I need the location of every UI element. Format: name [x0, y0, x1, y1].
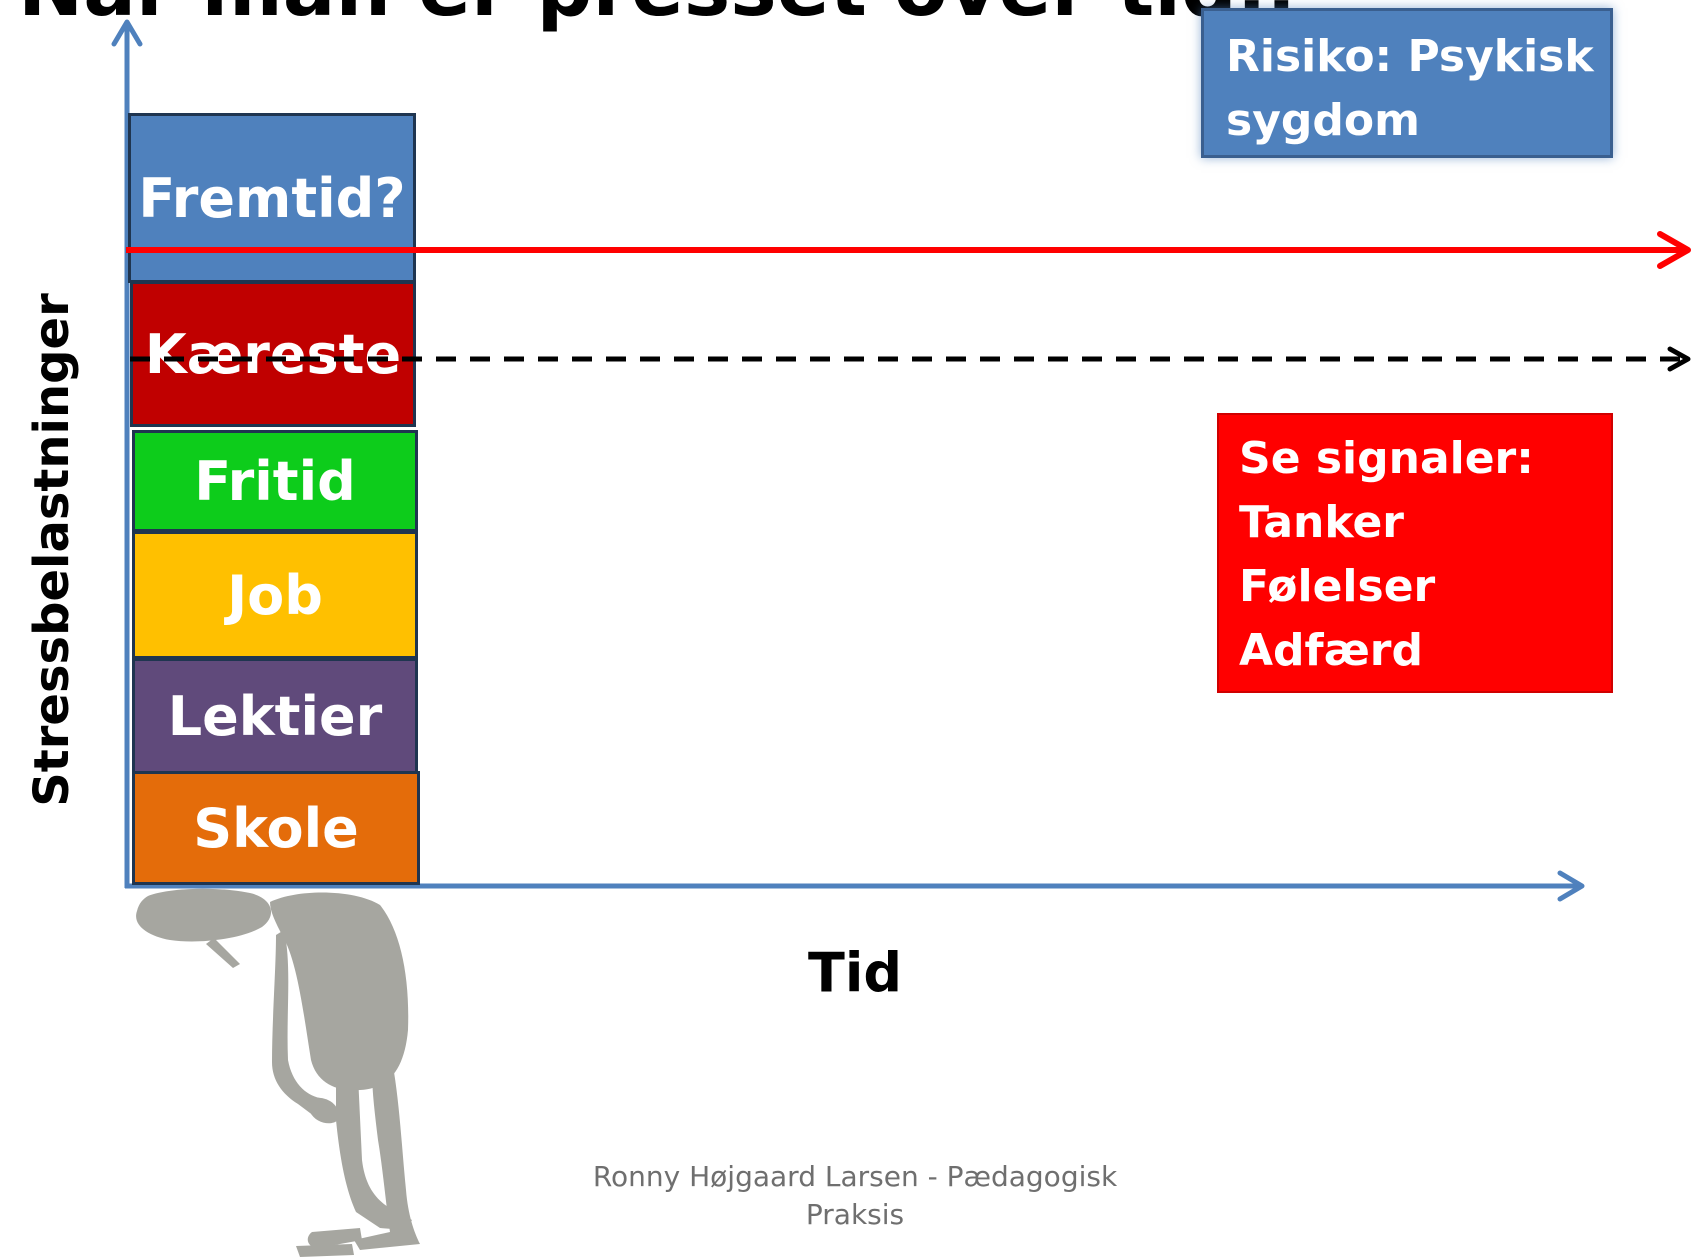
block-fremtid-label: Fremtid? — [138, 166, 406, 230]
block-skole-label: Skole — [193, 796, 359, 860]
signals-callout-item-tanker: Tanker — [1239, 497, 1404, 548]
block-fremtid: Fremtid? — [128, 113, 416, 283]
block-skole: Skole — [132, 771, 420, 885]
block-job: Job — [132, 531, 418, 659]
block-lektier: Lektier — [132, 658, 418, 774]
block-fritid: Fritid — [132, 430, 418, 532]
risk-callout-line-2: sygdom — [1226, 95, 1420, 146]
signals-callout: Se signaler: Tanker Følelser Adfærd — [1217, 413, 1613, 693]
footer-credit-line-1: Ronny Højgaard Larsen - Pædagogisk — [592, 1160, 1118, 1193]
block-job-label: Job — [227, 563, 323, 627]
y-axis-arrowhead — [111, 19, 143, 47]
x-axis-label: Tid — [808, 941, 902, 1005]
footer-credit-line-2: Praksis — [805, 1198, 905, 1231]
x-axis-arrowhead — [1557, 870, 1585, 902]
signals-callout-item-adfaerd: Adfærd — [1239, 625, 1423, 676]
block-kaereste-label: Kæreste — [144, 322, 402, 386]
block-fritid-label: Fritid — [194, 449, 356, 513]
block-lektier-label: Lektier — [167, 684, 383, 748]
signals-callout-item-folelser: Følelser — [1239, 561, 1436, 612]
footer-credit: Ronny Højgaard Larsen - Pædagogisk Praks… — [593, 1158, 1117, 1234]
signals-callout-heading: Se signaler: — [1239, 433, 1534, 484]
block-kaereste: Kæreste — [130, 281, 416, 427]
limit-arrow-head — [1657, 231, 1691, 269]
slide-title: Når man er presset over tid.. — [18, 0, 1296, 34]
risk-callout-line-1: Risiko: Psykisk — [1226, 31, 1594, 82]
threshold-arrow-head — [1667, 346, 1691, 372]
risk-callout: Risiko: Psykisk sygdom — [1201, 8, 1613, 158]
